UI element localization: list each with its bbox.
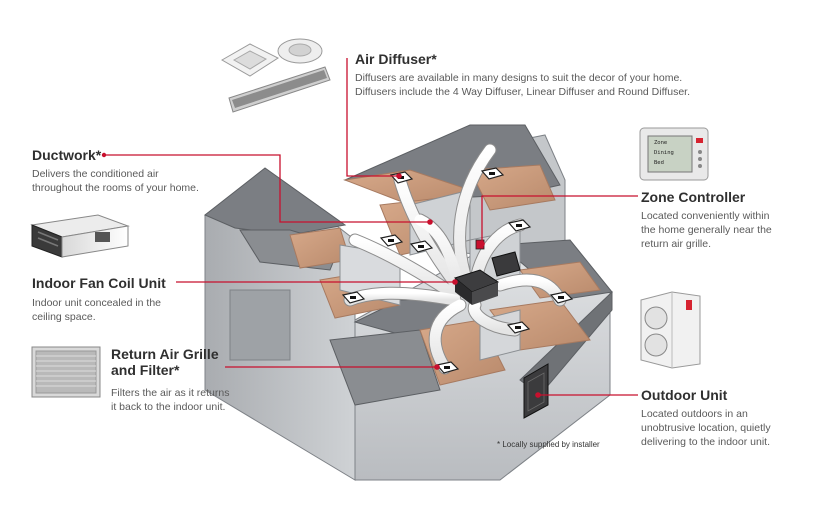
air-diffuser-desc-line-1: Diffusers are available in many designs …	[355, 72, 683, 84]
air-diffuser-title: Air Diffuser*	[355, 51, 437, 67]
outdoor-unit-desc-line-2: unobtrusive location, quietly	[641, 422, 771, 434]
controller-display-line-1: Zone	[654, 140, 668, 146]
ductwork-title: Ductwork*	[32, 147, 102, 163]
controller-display-line-2: Dining	[654, 150, 674, 156]
outdoor-unit-desc-line-3: delivering to the indoor unit.	[641, 436, 770, 448]
installer-footnote: * Locally supplied by installer	[497, 440, 600, 449]
ductwork-desc-line-2: throughout the rooms of your home.	[32, 182, 199, 194]
outdoor-unit-desc-line-1: Located outdoors in an	[641, 408, 748, 420]
zone-controller-desc-line-2: the home generally near the	[641, 224, 772, 236]
return-grille-desc-line-1: Filters the air as it returns	[111, 387, 230, 399]
indoor-fan-coil-unit-in-house	[453, 251, 521, 305]
return-grille-thumbnail	[31, 346, 101, 398]
outdoor-unit-thumbnail	[640, 291, 701, 369]
controller-display-line-3: Bed	[654, 160, 664, 166]
return-grille-desc-line-2: it back to the indoor unit.	[111, 401, 226, 413]
ceiling-outlets	[341, 167, 574, 374]
outdoor-unit-title: Outdoor Unit	[641, 387, 728, 403]
indoor-unit-thumbnail	[30, 214, 130, 258]
ductwork-desc-line-1: Delivers the conditioned air	[32, 168, 159, 180]
zone-controller-title: Zone Controller	[641, 189, 746, 205]
air-diffuser-desc-line-2: Diffusers include the 4 Way Diffuser, Li…	[355, 86, 691, 98]
leader-endpoints	[101, 152, 541, 398]
return-grille-title-line-2: and Filter*	[111, 362, 180, 378]
outdoor-unit-in-house	[523, 363, 549, 419]
return-grille-title-line-1: Return Air Grille	[111, 346, 219, 362]
zone-controller-desc-line-1: Located conveniently within	[641, 210, 770, 222]
leader-lines	[104, 58, 638, 396]
air-diffuser-thumbnails	[220, 38, 331, 113]
indoor-unit-desc-line-1: Indoor unit concealed in the	[32, 297, 162, 309]
zone-controller-desc-line-3: return air grille.	[641, 238, 712, 250]
indoor-unit-title: Indoor Fan Coil Unit	[32, 275, 166, 291]
indoor-unit-desc-line-2: ceiling space.	[32, 311, 96, 323]
zone-controller-thumbnail	[639, 127, 709, 181]
